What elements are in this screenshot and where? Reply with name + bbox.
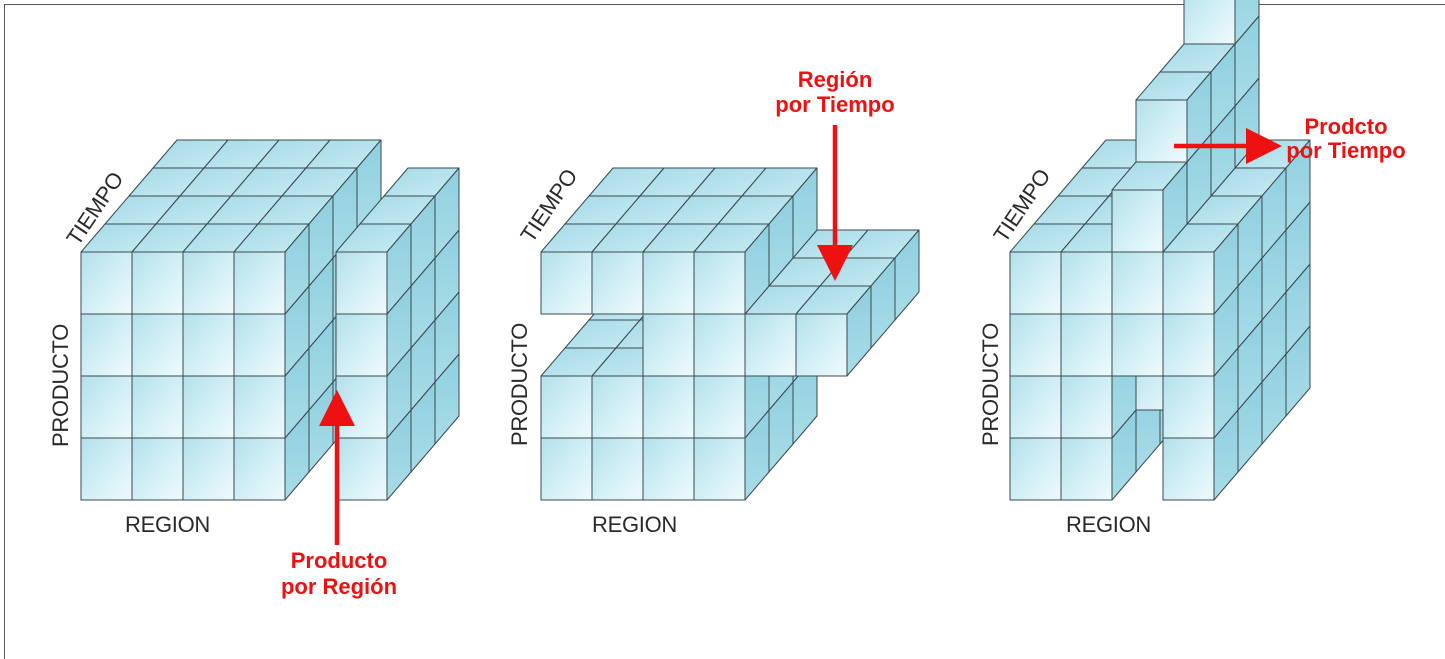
cube-front-face xyxy=(1111,251,1164,315)
cube-front-face xyxy=(540,251,593,315)
cube-front-face xyxy=(131,437,184,501)
cube-front-face xyxy=(1111,313,1164,377)
cube-front-face xyxy=(80,313,133,377)
cube-front-face xyxy=(1060,313,1113,377)
cube-front-face xyxy=(1111,189,1164,253)
callout-region-by-time-line2: por Tiempo xyxy=(775,92,894,117)
cube-front-face xyxy=(693,251,746,315)
cube-front-face xyxy=(182,313,235,377)
cube-front-face xyxy=(335,313,388,377)
cube-front-face xyxy=(182,251,235,315)
callout-product-by-region-line2: por Región xyxy=(281,574,397,599)
cube-front-face xyxy=(335,251,388,315)
cube-front-face xyxy=(233,251,286,315)
cube-front-face xyxy=(642,375,695,439)
cube-region-by-time xyxy=(540,167,920,501)
cube-front-face xyxy=(540,437,593,501)
axis-label-region-2: REGION xyxy=(592,512,677,537)
cube-front-face xyxy=(642,313,695,377)
cube-front-face xyxy=(1162,375,1215,439)
cube-front-face xyxy=(591,251,644,315)
cube-front-face xyxy=(795,313,848,377)
cube-front-face xyxy=(80,437,133,501)
cube-front-face xyxy=(80,375,133,439)
axis-label-region-3: REGION xyxy=(1066,512,1151,537)
cube-front-face xyxy=(131,375,184,439)
cube-front-face xyxy=(1060,251,1113,315)
callout-product-by-time-line1: Prodcto xyxy=(1304,114,1387,139)
cube-front-face xyxy=(642,437,695,501)
axis-label-product-3: PRODUCTO xyxy=(978,323,1003,446)
cube-front-face xyxy=(1009,375,1062,439)
callout-product-by-time-line2: por Tiempo xyxy=(1286,138,1405,163)
cube-front-face xyxy=(233,313,286,377)
callout-product-by-region-line1: Producto xyxy=(291,548,388,573)
cube-front-face xyxy=(1162,437,1215,501)
cube-front-face xyxy=(693,313,746,377)
cube-front-face xyxy=(642,251,695,315)
cube-product-by-time xyxy=(1009,0,1311,501)
cube-front-face xyxy=(1009,251,1062,315)
cube-front-face xyxy=(80,251,133,315)
cube-front-face xyxy=(335,375,388,439)
cube-front-face xyxy=(693,375,746,439)
cube-front-face xyxy=(693,437,746,501)
cube-front-face xyxy=(1060,375,1113,439)
cube-front-face xyxy=(540,375,593,439)
cube-front-face xyxy=(1162,313,1215,377)
cube-front-face xyxy=(233,437,286,501)
cube-front-face xyxy=(182,375,235,439)
cube-front-face xyxy=(182,437,235,501)
cube-front-face xyxy=(591,437,644,501)
cube-front-face xyxy=(1009,313,1062,377)
cube-front-face xyxy=(1009,437,1062,501)
cube-front-face xyxy=(591,375,644,439)
axis-label-product-2: PRODUCTO xyxy=(507,323,532,446)
axis-label-product-1: PRODUCTO xyxy=(48,324,73,447)
cube-product-by-region xyxy=(80,139,460,501)
callout-region-by-time-line1: Región xyxy=(798,67,873,92)
cube-front-face xyxy=(1060,437,1113,501)
axis-label-region-1: REGION xyxy=(125,512,210,537)
cube-front-face xyxy=(1183,0,1236,45)
cube-front-face xyxy=(335,437,388,501)
figure-frame xyxy=(4,4,1445,659)
cube-front-face xyxy=(131,251,184,315)
cube-front-face xyxy=(1162,251,1215,315)
cube-front-face xyxy=(1135,99,1188,163)
cube-front-face xyxy=(233,375,286,439)
cube-front-face xyxy=(744,313,797,377)
cube-front-face xyxy=(131,313,184,377)
